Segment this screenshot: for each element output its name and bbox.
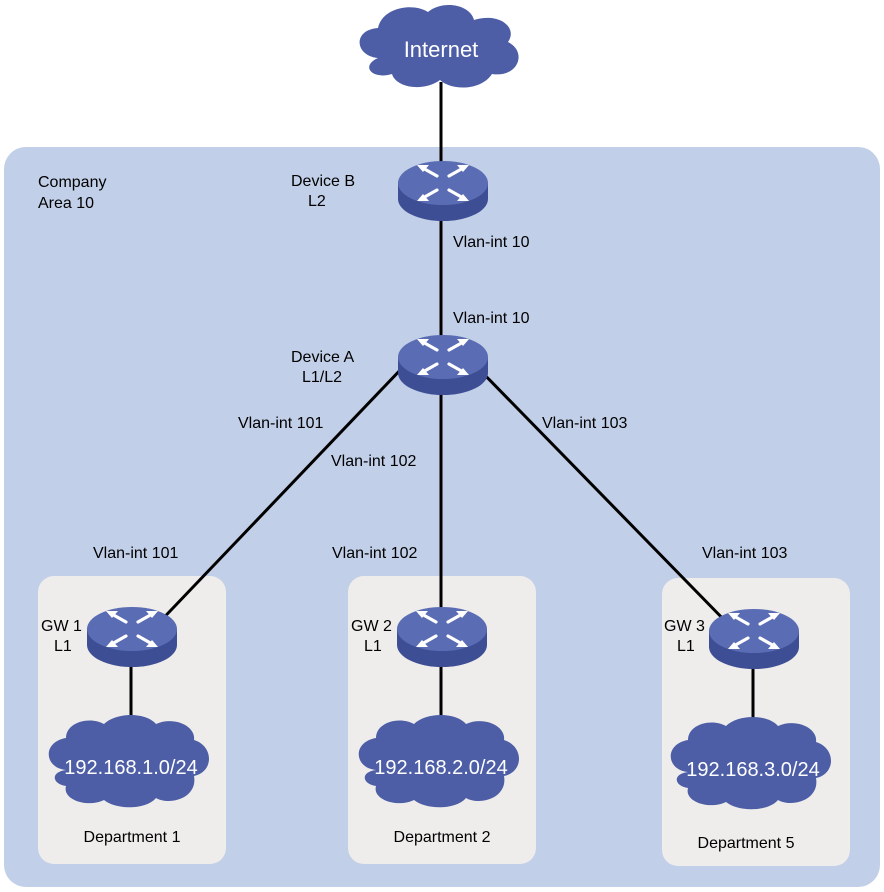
dept5-name: Department 5 (698, 835, 795, 852)
if-label-gw2-up: Vlan-int 102 (332, 545, 417, 562)
device-a-router-icon[interactable] (396, 333, 490, 397)
company-label: Company (38, 174, 106, 191)
if-label-gw3-up: Vlan-int 103 (702, 545, 787, 562)
links (129, 82, 755, 724)
internet-label: Internet (404, 37, 479, 62)
gw1-level: L1 (54, 638, 72, 655)
if-label-a-101: Vlan-int 101 (238, 415, 323, 432)
dept5-subnet: 192.168.3.0/24 (686, 759, 819, 781)
device-b-router-icon[interactable] (396, 159, 490, 223)
if-label-a-102: Vlan-int 102 (331, 453, 416, 470)
if-label-b-down: Vlan-int 10 (453, 234, 530, 251)
dept1-name: Department 1 (84, 829, 181, 846)
area-label: Area 10 (38, 195, 94, 212)
device-b-name: Device B (291, 173, 355, 190)
device-a-level: L1/L2 (302, 369, 342, 386)
if-label-a-103: Vlan-int 103 (542, 415, 627, 432)
dept1-cloud (48, 715, 210, 808)
gw3-router-icon[interactable] (707, 607, 801, 671)
gw3-name: GW 3 (664, 618, 705, 635)
internet-cloud (359, 5, 519, 88)
department-clouds (48, 715, 831, 810)
dept1-subnet: 192.168.1.0/24 (64, 757, 197, 779)
dept5-cloud (670, 717, 831, 810)
gw1-name: GW 1 (41, 618, 82, 635)
if-label-gw1-up: Vlan-int 101 (93, 545, 178, 562)
gw3-level: L1 (677, 638, 695, 655)
device-b-level: L2 (308, 193, 326, 210)
if-label-a-up: Vlan-int 10 (453, 310, 530, 327)
link-device-a-gw1 (150, 363, 407, 632)
gw2-level: L1 (364, 638, 382, 655)
gw2-name: GW 2 (351, 618, 392, 635)
dept2-cloud (358, 715, 519, 808)
device-a-name: Device A (291, 349, 354, 366)
gw1-router-icon[interactable] (85, 605, 179, 669)
link-device-a-gw3 (473, 363, 734, 630)
gw2-router-icon[interactable] (395, 605, 489, 669)
dept2-subnet: 192.168.2.0/24 (374, 757, 507, 779)
dept2-name: Department 2 (394, 829, 491, 846)
